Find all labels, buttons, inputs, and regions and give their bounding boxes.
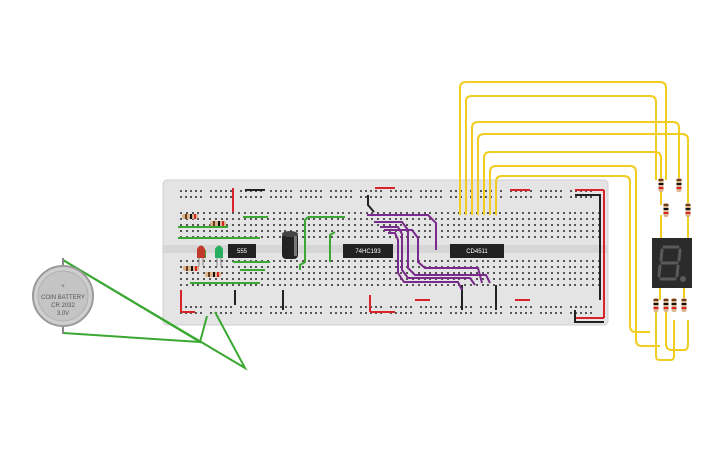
- resistors[interactable]: [182, 178, 691, 312]
- battery-line3: 3.0V: [57, 311, 69, 317]
- coin-battery[interactable]: + COIN BATTERY CR 2032 3.0V: [32, 258, 94, 334]
- yellow-wires[interactable]: [459, 81, 689, 361]
- decoder-chip-cd4511[interactable]: CD4511: [450, 244, 504, 258]
- counter-chip-label: 74HC193: [355, 249, 381, 255]
- resistor-2[interactable]: [210, 221, 226, 226]
- battery-line2: CR 2032: [51, 303, 75, 309]
- battery-plus: +: [61, 284, 65, 290]
- resistor-1[interactable]: [182, 214, 198, 219]
- resistor-3[interactable]: [183, 266, 199, 271]
- green-wires[interactable]: [62, 216, 345, 371]
- rail-markers: [180, 187, 605, 323]
- resistor-4[interactable]: [205, 272, 221, 277]
- purple-wires[interactable]: [367, 214, 491, 291]
- counter-chip-74hc193[interactable]: 74HC193: [343, 244, 393, 258]
- led-red[interactable]: [197, 245, 205, 267]
- capacitor[interactable]: [282, 231, 298, 259]
- battery-line1: COIN BATTERY: [41, 295, 85, 301]
- display-resistors[interactable]: [653, 178, 691, 312]
- segment-digit-glyph: [657, 245, 686, 282]
- decoder-chip-label: CD4511: [466, 249, 488, 255]
- seven-segment-digit: 8.: [0, 0, 2, 1]
- seven-segment-display[interactable]: 8.: [0, 0, 692, 288]
- timer-chip-555[interactable]: 555: [228, 244, 256, 258]
- timer-chip-label: 555: [237, 249, 248, 255]
- led-green[interactable]: [215, 245, 223, 267]
